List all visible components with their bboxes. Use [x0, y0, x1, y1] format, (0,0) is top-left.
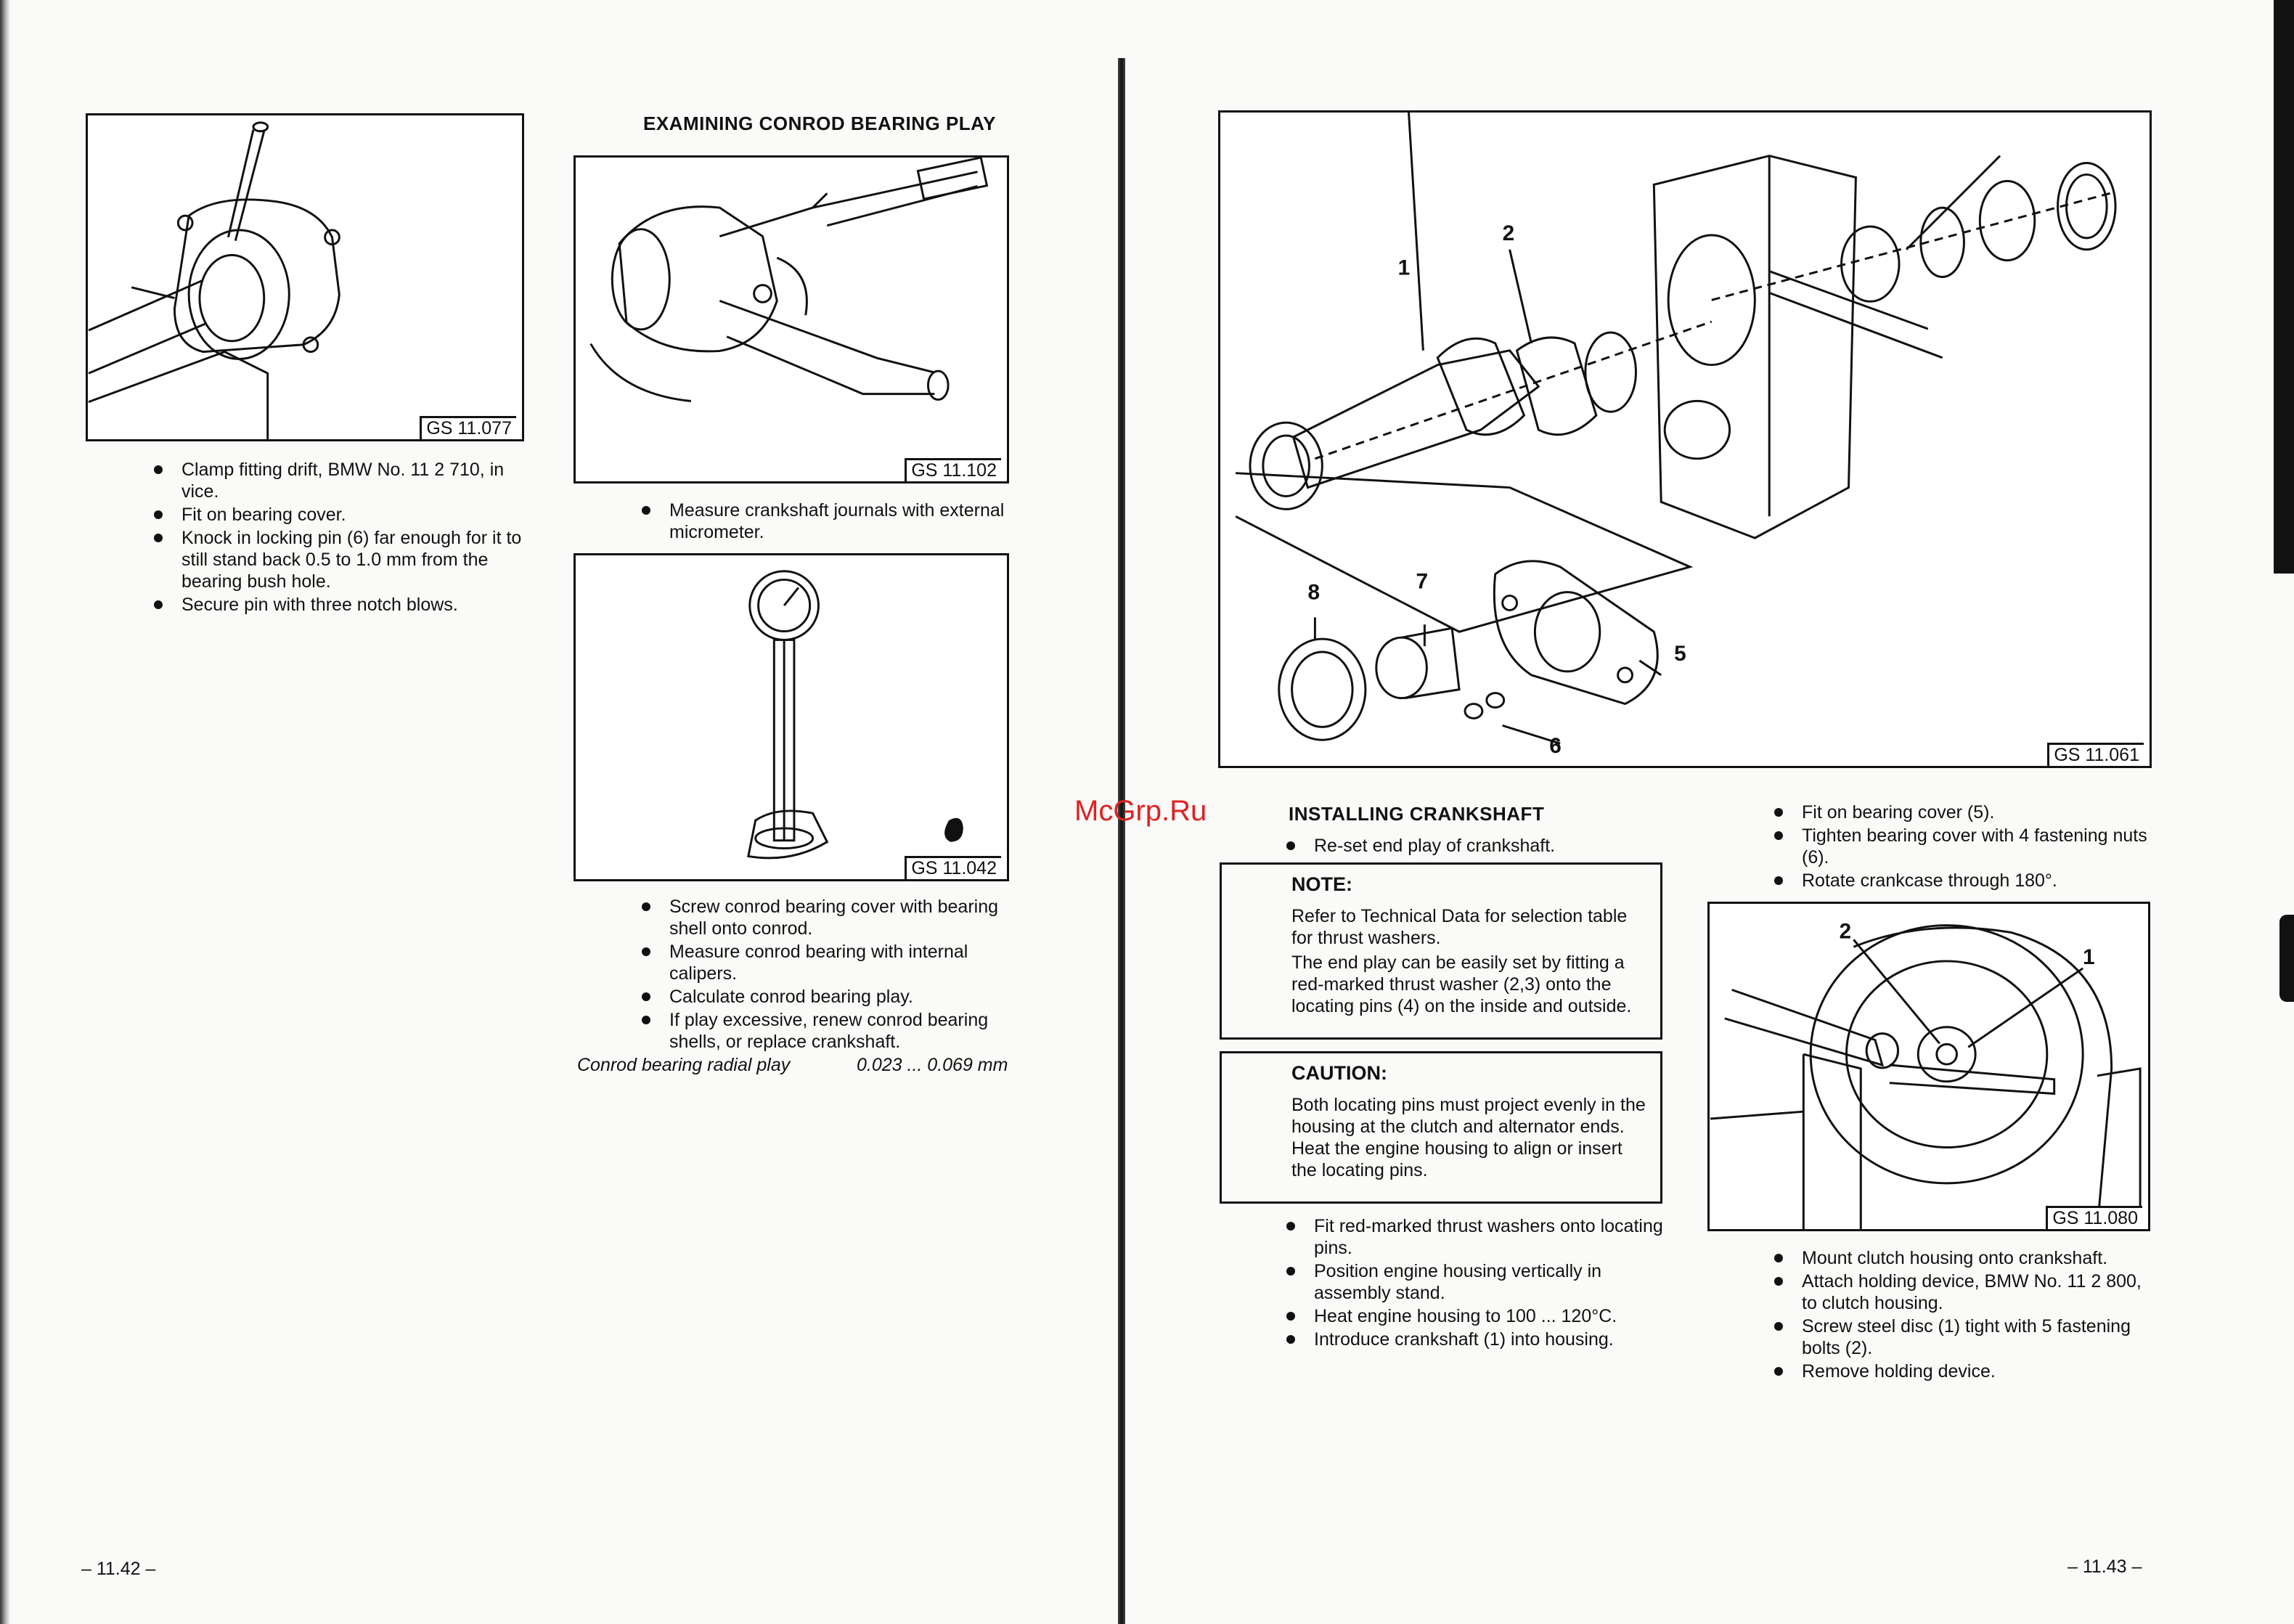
bullet-list-micrometer: Measure crankshaft journals with externa… [639, 499, 1016, 544]
list-item: Attach holding device, BMW No. 11 2 800,… [1771, 1270, 2160, 1314]
figure-holding-device: 2 1 GS 11.080 [1707, 902, 2150, 1231]
callout-2: 2 [1840, 919, 1851, 943]
list-item: If play excessive, renew conrod bearing … [639, 1009, 1016, 1053]
list-item: Remove holding device. [1771, 1360, 2160, 1382]
callout-2: 2 [1503, 221, 1515, 245]
spec-label: Conrod bearing radial play [577, 1055, 791, 1075]
page-number-left: – 11.42 – [81, 1559, 156, 1579]
list-item: Measure conrod bearing with internal cal… [639, 941, 1016, 984]
note-line: Refer to Technical Data for selection ta… [1291, 906, 1628, 948]
callout-8: 8 [1307, 581, 1320, 605]
section-title-installing: INSTALLING CRANKSHAFT [1289, 803, 1545, 825]
spine-shadow [1118, 58, 1125, 1624]
list-item: Screw conrod bearing cover with bearing … [639, 896, 1016, 939]
right-edge-mark-2 [2279, 915, 2294, 1002]
figure-caption: GS 11.080 [2046, 1206, 2142, 1229]
caution-box: CAUTION: Both locating pins must project… [1220, 1051, 1662, 1204]
note-title: NOTE: [1291, 873, 1352, 895]
spec-value: 0.023 ... 0.069 mm [857, 1055, 1008, 1075]
callout-1: 1 [2083, 945, 2094, 969]
list-item: Screw steel disc (1) tight with 5 fasten… [1771, 1315, 2160, 1359]
list-item: Position engine housing vertically in as… [1283, 1260, 1668, 1304]
figure-callouts: 1 2 5 6 7 8 [1307, 221, 1686, 758]
list-item: Introduce crankshaft (1) into housing. [1283, 1329, 1668, 1350]
callout-1: 1 [1398, 256, 1411, 280]
page-number-right: – 11.43 – [2068, 1556, 2142, 1577]
crankshaft-micrometer-illustration [589, 158, 989, 402]
bore-gauge-illustration [747, 570, 963, 860]
callout-6: 6 [1549, 734, 1562, 758]
watermark: McGrp.Ru [1074, 795, 1207, 827]
figure-caption: GS 11.061 [2047, 743, 2144, 766]
caution-title: CAUTION: [1291, 1062, 1387, 1084]
callout-7: 7 [1416, 570, 1428, 594]
note-line: The end play can be easily set by fittin… [1291, 952, 1632, 1016]
figure-caption: GS 11.102 [905, 458, 1001, 481]
figure-micrometer: GS 11.102 [574, 155, 1009, 483]
figure-fitting-drift: GS 11.077 [86, 113, 524, 441]
right-edge-mark [2274, 0, 2294, 574]
note-box: NOTE: Refer to Technical Data for select… [1220, 862, 1662, 1040]
bullet-list-bearing-cover: Fit on bearing cover (5). Tighten bearin… [1771, 801, 2156, 893]
ink-blot [944, 817, 963, 842]
list-item: Fit on bearing cover (5). [1771, 801, 2156, 823]
list-item: Mount clutch housing onto crankshaft. [1771, 1247, 2160, 1269]
list-item: Clamp fitting drift, BMW No. 11 2 710, i… [151, 459, 536, 502]
list-item: Fit on bearing cover. [151, 504, 536, 526]
list-item: Rotate crankcase through 180°. [1771, 870, 2156, 891]
bullet-list-clutch: Mount clutch housing onto crankshaft. At… [1771, 1247, 2160, 1384]
fitting-drift-illustration [88, 121, 340, 439]
list-item: Fit red-marked thrust washers onto locat… [1283, 1215, 1668, 1259]
figure-callouts: 2 1 [1840, 919, 2095, 969]
bullet-list-thrust: Fit red-marked thrust washers onto locat… [1283, 1215, 1668, 1352]
caution-text: Both locating pins must project evenly i… [1291, 1095, 1646, 1180]
list-item: Knock in locking pin (6) far enough for … [151, 527, 536, 592]
figure-caption: GS 11.077 [420, 416, 516, 439]
crankshaft-exploded-illustration: 1 2 5 6 7 8 [1235, 113, 2117, 758]
list-item: Heat engine housing to 100 ... 120°C. [1283, 1305, 1668, 1327]
figure-internal-calipers: GS 11.042 [574, 553, 1009, 881]
list-item: Calculate conrod bearing play. [639, 986, 1016, 1008]
list-item: Secure pin with three notch blows. [151, 594, 536, 616]
list-item: Measure crankshaft journals with externa… [639, 499, 1016, 543]
left-edge-shadow [0, 0, 10, 1624]
section-title-conrod: EXAMINING CONROD BEARING PLAY [643, 113, 996, 134]
figure-caption: GS 11.042 [905, 856, 1001, 879]
bullet-list-endplay: Re-set end play of crankshaft. [1283, 835, 1661, 858]
list-item: Re-set end play of crankshaft. [1283, 835, 1661, 857]
bullet-list-fitting: Clamp fitting drift, BMW No. 11 2 710, i… [151, 459, 536, 617]
holding-device-illustration: 2 1 [1710, 919, 2142, 1229]
bullet-list-conrod: Screw conrod bearing cover with bearing … [639, 896, 1016, 1054]
figure-crankshaft-exploded: 1 2 5 6 7 8 GS 11.061 [1218, 110, 2152, 768]
callout-5: 5 [1674, 642, 1686, 666]
list-item: Tighten bearing cover with 4 fastening n… [1771, 825, 2156, 868]
